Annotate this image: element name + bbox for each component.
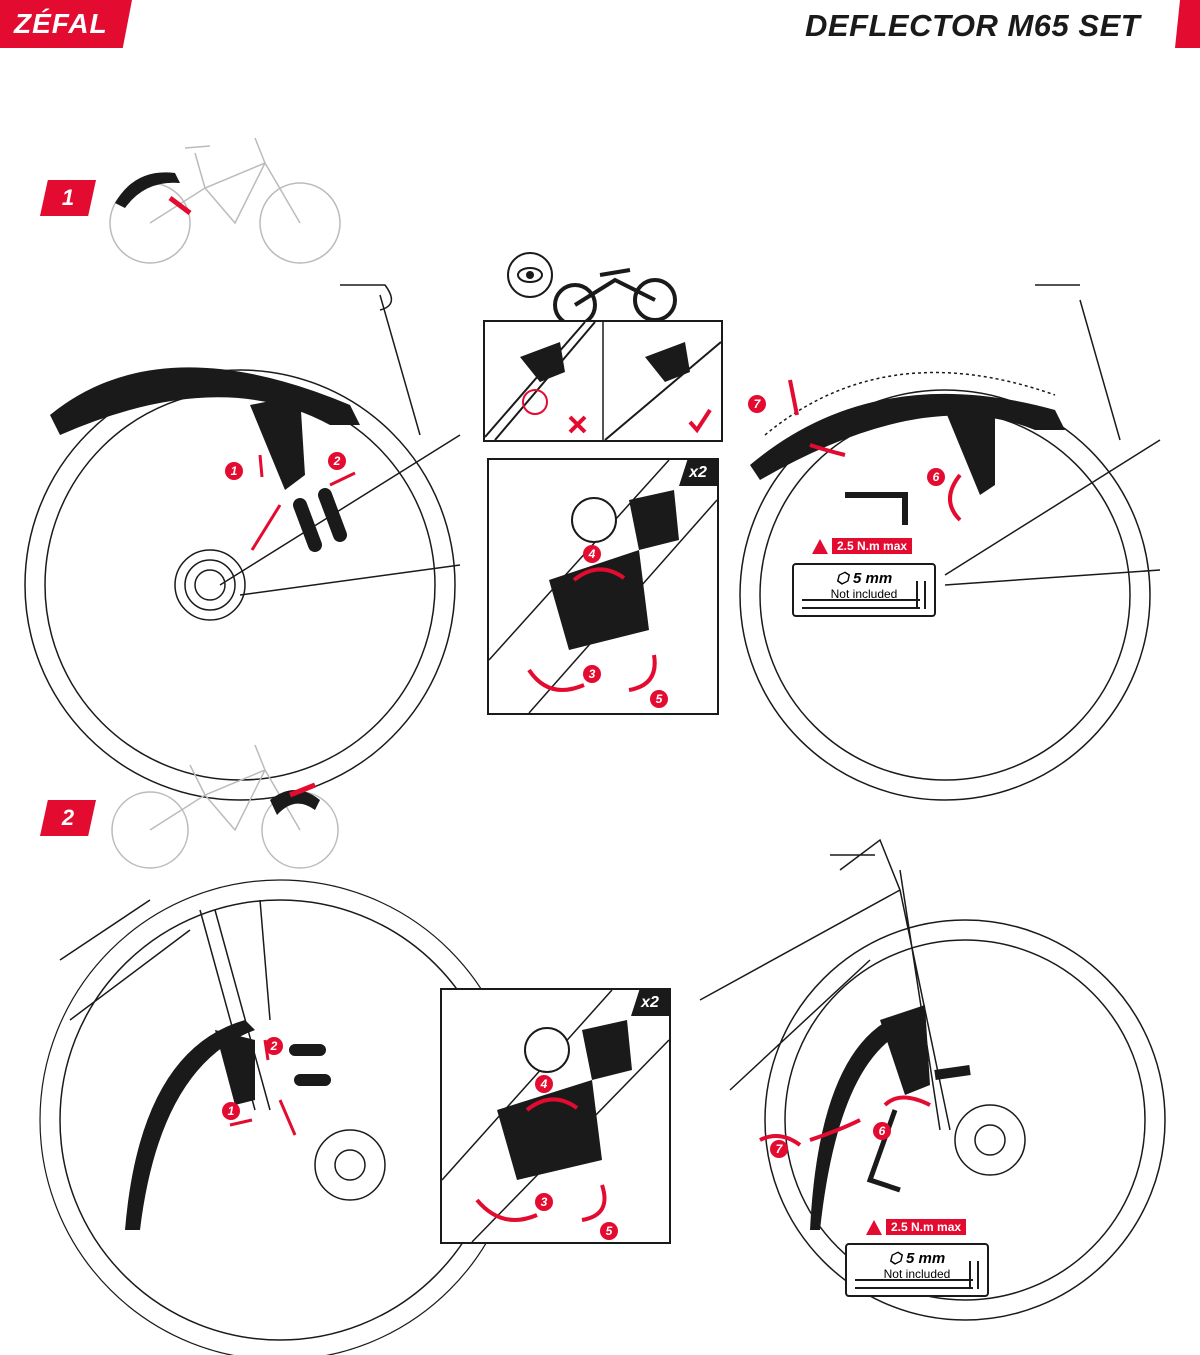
step-2-badge: 2 — [40, 800, 96, 836]
torque-warning: 2.5 N.m max — [812, 538, 913, 554]
step-1-badge: 1 — [40, 180, 96, 216]
rear-fender-adjust-illustration — [739, 284, 1161, 801]
step-2-bike-thumbnail — [111, 744, 339, 869]
callout-7: 7 — [770, 1140, 788, 1158]
strap-detail-panel-1: x2 — [487, 458, 719, 715]
zefal-logo: ZÉFAL — [0, 0, 132, 48]
callout-5: 5 — [600, 1222, 618, 1240]
hex-key-icon — [855, 1261, 979, 1289]
callout-3: 3 — [583, 665, 601, 683]
inspection-bike-view — [507, 252, 677, 327]
callout-4: 4 — [583, 545, 601, 563]
product-title: DEFLECTOR M65 SET — [805, 8, 1141, 43]
torque-label: 2.5 N.m max — [886, 1219, 967, 1235]
callout-1: 1 — [225, 462, 243, 480]
callout-6: 6 — [873, 1122, 891, 1140]
callout-4: 4 — [535, 1075, 553, 1093]
callout-3: 3 — [535, 1193, 553, 1211]
strap-detail-panel-2: x2 — [440, 988, 671, 1244]
step-1-bike-thumbnail — [109, 137, 341, 264]
hex-size: ⬡ 5 mm — [835, 570, 893, 587]
rear-fender-install-illustration — [24, 284, 461, 801]
hex-key-info: ⬡ 5 mm Not included — [845, 1243, 989, 1297]
inspection-panel — [483, 320, 723, 442]
front-fender-install-illustration — [39, 879, 521, 1355]
callout-5: 5 — [650, 690, 668, 708]
tool-note: Not included — [830, 587, 898, 601]
callout-2: 2 — [265, 1037, 283, 1055]
warning-icon — [812, 538, 828, 554]
header-accent — [1175, 0, 1200, 48]
torque-label: 2.5 N.m max — [832, 538, 913, 554]
callout-6: 6 — [927, 468, 945, 486]
callout-1: 1 — [222, 1102, 240, 1120]
hex-key-icon — [802, 581, 926, 609]
callout-2: 2 — [328, 452, 346, 470]
tool-note: Not included — [883, 1267, 951, 1281]
warning-icon — [866, 1219, 882, 1235]
front-fender-adjust-illustration — [699, 838, 1166, 1321]
hex-key-info: ⬡ 5 mm Not included — [792, 563, 936, 617]
torque-warning: 2.5 N.m max — [866, 1219, 967, 1235]
hex-size: ⬡ 5 mm — [888, 1250, 946, 1267]
check-icon — [688, 408, 712, 434]
brand-text: ZÉFAL — [14, 8, 108, 39]
callout-7: 7 — [748, 395, 766, 413]
cross-icon — [568, 415, 587, 434]
